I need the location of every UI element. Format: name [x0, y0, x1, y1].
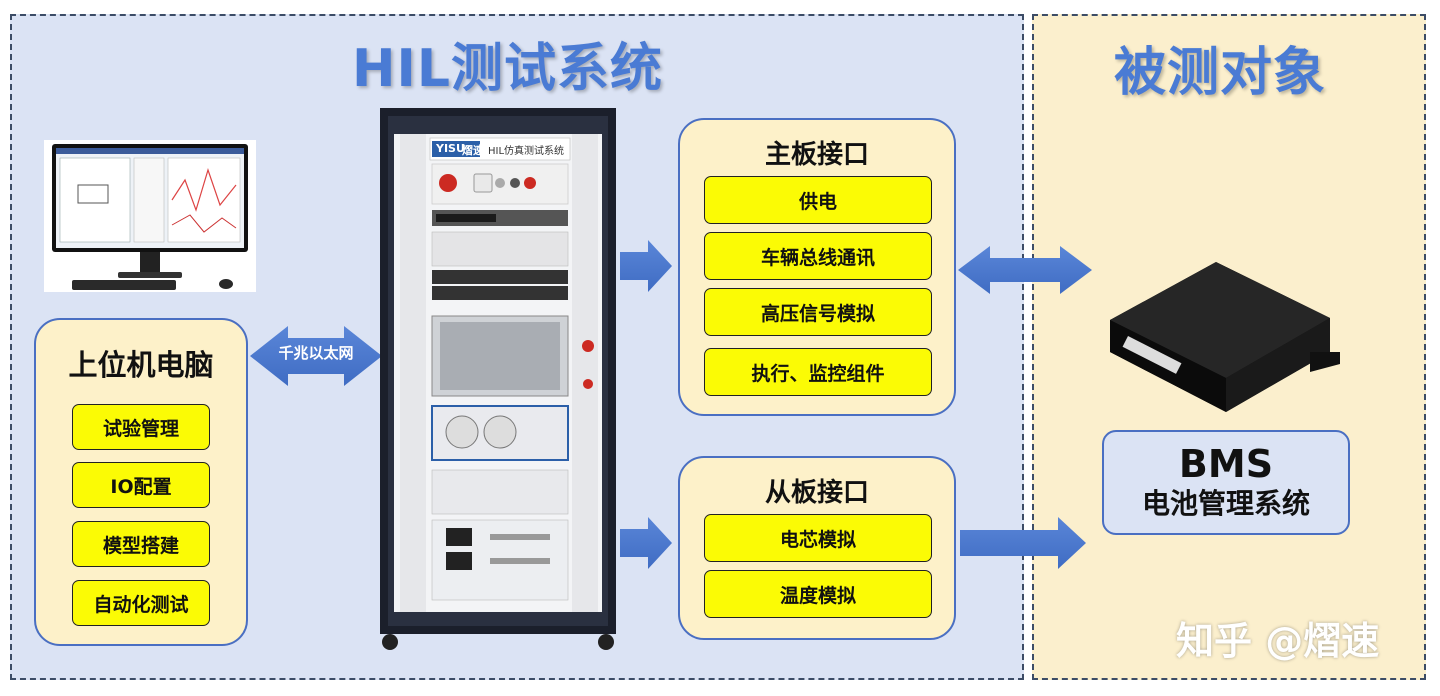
- item-actuator-monitor: 执行、监控组件: [704, 348, 932, 396]
- main-board-title: 主板接口: [764, 140, 869, 170]
- main-board-bms-double-arrow: [958, 246, 1092, 294]
- slave-board-title: 从板接口: [764, 478, 869, 508]
- host-pc-title: 上位机电脑: [68, 348, 214, 382]
- item-automated-testing: 自动化测试: [72, 580, 210, 626]
- dut-title: 被测对象: [1114, 43, 1327, 103]
- ethernet-double-arrow: [250, 326, 382, 386]
- cabinet-brand-cn: 熠速: [462, 144, 484, 157]
- arrow-to-slave-board: [620, 517, 672, 569]
- item-model-building: 模型搭建: [72, 521, 210, 567]
- cabinet-brand: YISU: [436, 142, 465, 155]
- hil-system-title: HIL测试系统: [352, 39, 664, 99]
- cabinet-label: HIL仿真测试系统: [488, 146, 565, 157]
- item-test-management: 试验管理: [72, 404, 210, 450]
- item-io-config: IO配置: [72, 462, 210, 508]
- item-vehicle-bus: 车辆总线通讯: [704, 232, 932, 280]
- watermark: 知乎 @熠速: [1176, 619, 1380, 663]
- item-power-supply: 供电: [704, 176, 932, 224]
- arrow-to-main-board: [620, 240, 672, 292]
- item-cell-simulation: 电芯模拟: [704, 514, 932, 562]
- arrow-to-bms: [960, 517, 1086, 569]
- item-temperature-simulation: 温度模拟: [704, 570, 932, 618]
- bms-subtitle: 电池管理系统: [1141, 487, 1310, 520]
- bms-box: BMS 电池管理系统: [1102, 430, 1350, 535]
- item-hv-signal: 高压信号模拟: [704, 288, 932, 336]
- ethernet-label: 千兆以太网: [278, 344, 354, 362]
- bms-title: BMS: [1178, 442, 1274, 486]
